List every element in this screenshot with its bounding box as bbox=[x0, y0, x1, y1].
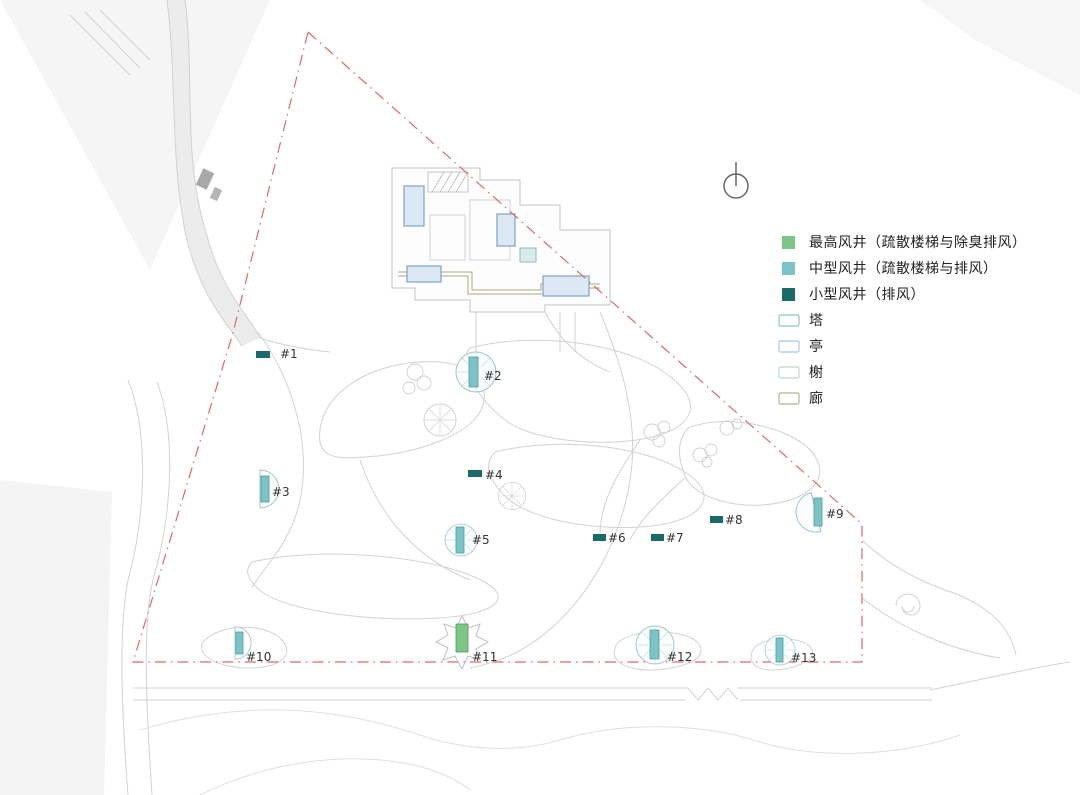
legend-label-corridor: 廊 bbox=[809, 391, 824, 407]
north-arrow-icon bbox=[723, 162, 749, 199]
marker-9-label: #9 bbox=[826, 507, 844, 521]
plaza-fans bbox=[423, 403, 526, 510]
marker-10: #10 bbox=[234, 626, 271, 664]
marker-10-label: #10 bbox=[246, 650, 271, 664]
legend: 最高风井（疏散楼梯与除臭排风） 中型风井（疏散楼梯与排风） 小型风井（排风） 塔 bbox=[778, 234, 1027, 407]
legend-label-highest: 最高风井（疏散楼梯与除臭排风） bbox=[809, 235, 1027, 251]
marker-12-label: #12 bbox=[667, 650, 692, 664]
legend-item-small-shaft: 小型风井（排风） bbox=[778, 286, 1027, 303]
marker-6: #6 bbox=[593, 531, 626, 545]
marker-1: #1 bbox=[256, 347, 298, 361]
legend-item-xie: 榭 bbox=[778, 364, 1027, 381]
marker-13: #13 bbox=[764, 634, 816, 666]
marker-1-label: #1 bbox=[280, 347, 298, 361]
site-boundary-line bbox=[132, 30, 863, 663]
marker-5-label: #5 bbox=[472, 533, 490, 547]
marker-2: #2 bbox=[455, 351, 502, 393]
legend-item-medium-shaft: 中型风井（疏散楼梯与排风） bbox=[778, 260, 1027, 277]
legend-item-corridor: 廊 bbox=[778, 390, 1027, 407]
legend-item-tower: 塔 bbox=[778, 312, 1027, 329]
legend-label-tower: 塔 bbox=[809, 313, 824, 329]
legend-label-small: 小型风井（排风） bbox=[809, 287, 925, 303]
marker-11-label: #11 bbox=[472, 650, 497, 664]
contour-lines bbox=[69, 0, 1071, 795]
legend-swatch-medium bbox=[782, 261, 795, 275]
marker-4: #4 bbox=[468, 468, 503, 482]
legend-item-highest-shaft: 最高风井（疏散楼梯与除臭排风） bbox=[778, 234, 1027, 251]
legend-item-pavilion: 亭 bbox=[778, 338, 1027, 355]
legend-swatch-corridor bbox=[778, 391, 800, 405]
legend-swatch-highest bbox=[782, 235, 795, 249]
legend-swatch-tower bbox=[778, 313, 800, 327]
legend-swatch-xie bbox=[778, 365, 800, 379]
marker-6-label: #6 bbox=[608, 531, 626, 545]
building-cluster bbox=[391, 167, 611, 352]
legend-swatch-small bbox=[782, 287, 795, 301]
marker-13-label: #13 bbox=[791, 651, 816, 665]
blue-pavilion-roofs bbox=[403, 185, 590, 297]
marker-11: #11 bbox=[434, 614, 497, 671]
marker-8-label: #8 bbox=[725, 513, 743, 527]
tree-symbols bbox=[402, 363, 743, 468]
marker-9: #9 bbox=[795, 491, 844, 533]
marker-7-label: #7 bbox=[666, 531, 684, 545]
hatched-roof bbox=[427, 171, 469, 193]
marker-3-label: #3 bbox=[272, 485, 290, 499]
marker-3: #3 bbox=[259, 469, 290, 509]
markers-layer: #1 #2 #3 #4 #5 bbox=[234, 347, 844, 671]
legend-label-medium: 中型风井（疏散楼梯与排风） bbox=[809, 261, 998, 277]
marker-8: #8 bbox=[710, 513, 743, 527]
marker-7: #7 bbox=[651, 531, 684, 545]
marker-4-label: #4 bbox=[485, 468, 503, 482]
marker-2-label: #2 bbox=[484, 369, 502, 383]
legend-label-pavilion: 亭 bbox=[809, 339, 824, 355]
legend-label-xie: 榭 bbox=[809, 365, 824, 381]
rock-marks bbox=[195, 168, 223, 202]
legend-swatch-pavilion bbox=[778, 339, 800, 353]
marker-5: #5 bbox=[444, 523, 490, 557]
marker-12: #12 bbox=[635, 625, 692, 665]
